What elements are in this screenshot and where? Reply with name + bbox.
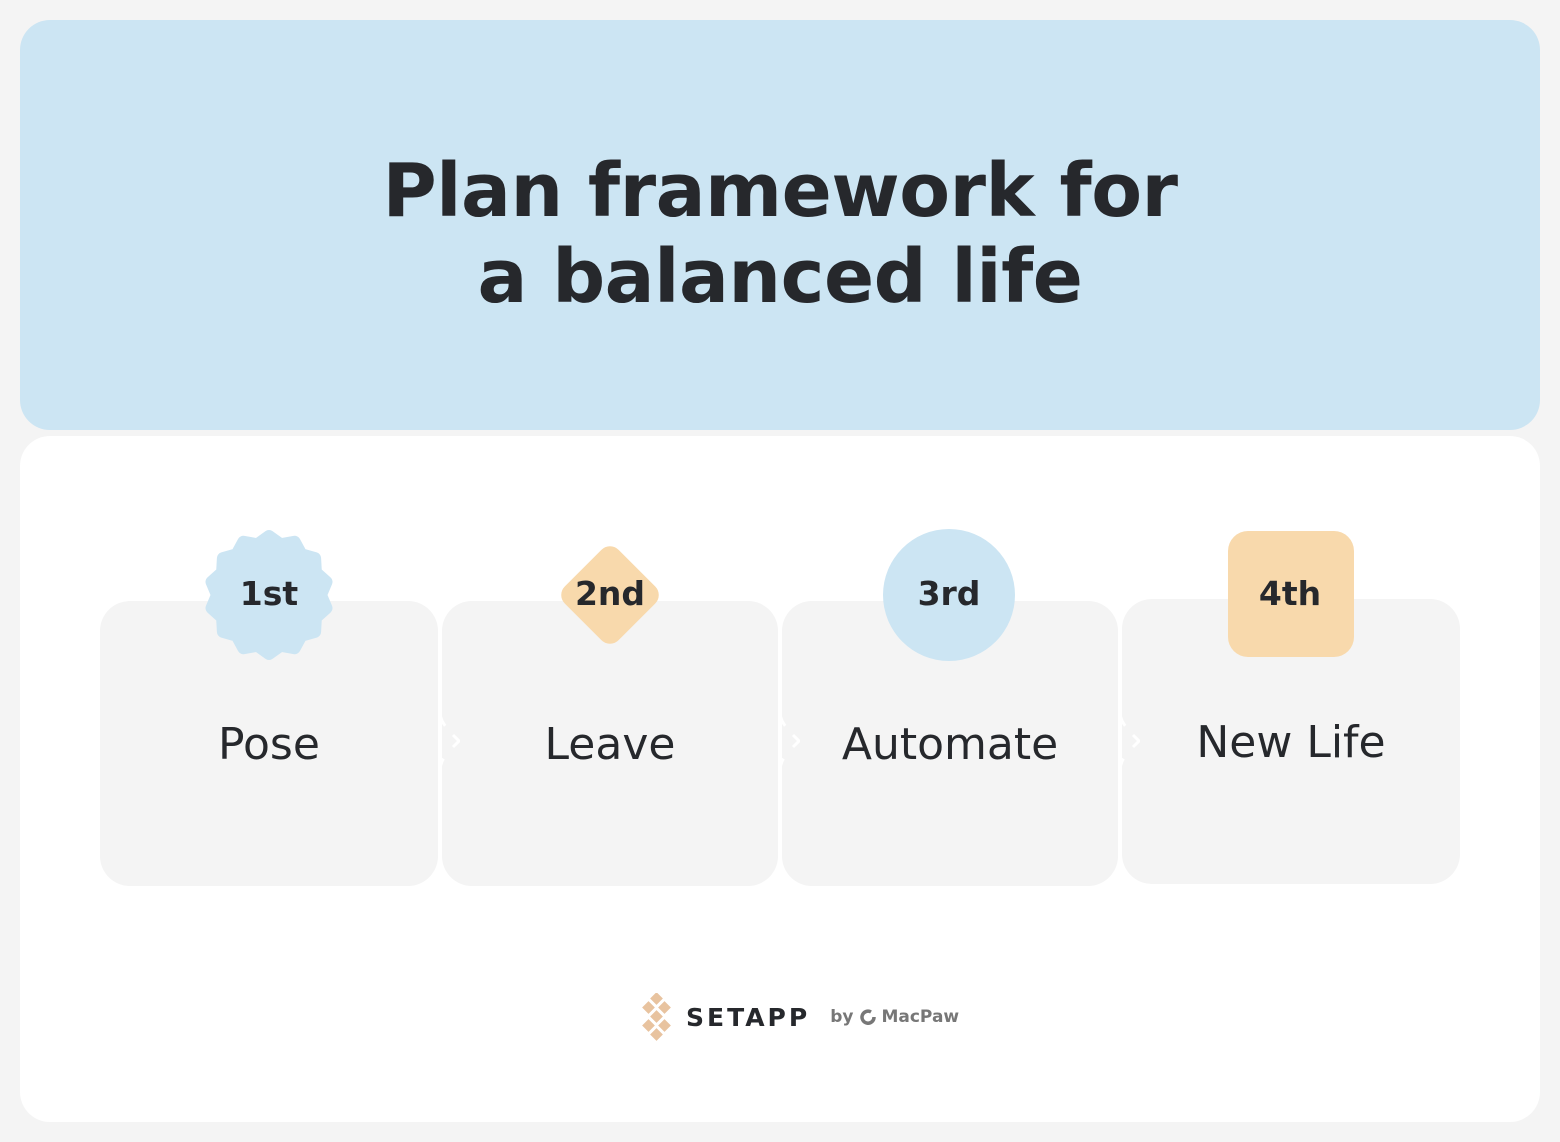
title-line-2: a balanced life — [477, 234, 1084, 320]
badge-text: 4th — [1258, 574, 1322, 613]
badge-text: 2nd — [574, 574, 646, 613]
setapp-logo: SETAPP by MacPaw — [640, 992, 959, 1042]
rounded-square-badge-icon — [1228, 531, 1354, 657]
macpaw-logo-icon — [860, 1009, 877, 1025]
step-card-new-life: New Life — [1122, 599, 1460, 884]
title-line-1: Plan framework for — [382, 148, 1178, 234]
header-banner: Plan framework for a balanced life — [20, 20, 1540, 430]
badge-3rd: 3rd — [882, 528, 1016, 662]
brand-name: SETAPP — [686, 1002, 811, 1032]
setapp-diamonds-icon — [642, 993, 671, 1041]
step-card-leave: Leave — [442, 601, 778, 886]
page-title: Plan framework for a balanced life — [20, 148, 1540, 320]
badge-4th: 4th — [1223, 530, 1357, 664]
badge-1st: 1st — [202, 528, 336, 662]
scalloped-badge-icon — [205, 530, 333, 660]
step-label: Pose — [218, 719, 320, 770]
step-label: Leave — [544, 719, 676, 770]
connector-arrow-icon — [778, 609, 800, 876]
step-label: Automate — [841, 719, 1059, 770]
badge-text: 1st — [239, 574, 299, 613]
connector-arrow-icon — [438, 609, 460, 876]
badge-2nd: 2nd — [543, 528, 677, 662]
by-text: by — [830, 1007, 854, 1027]
badge-text: 3rd — [917, 574, 981, 613]
circle-badge-icon — [883, 529, 1015, 661]
connector-arrow-icon — [1118, 609, 1140, 876]
diamond-badge-icon — [561, 546, 659, 644]
step-label: New Life — [1196, 717, 1386, 768]
company-name: MacPaw — [881, 1007, 960, 1027]
